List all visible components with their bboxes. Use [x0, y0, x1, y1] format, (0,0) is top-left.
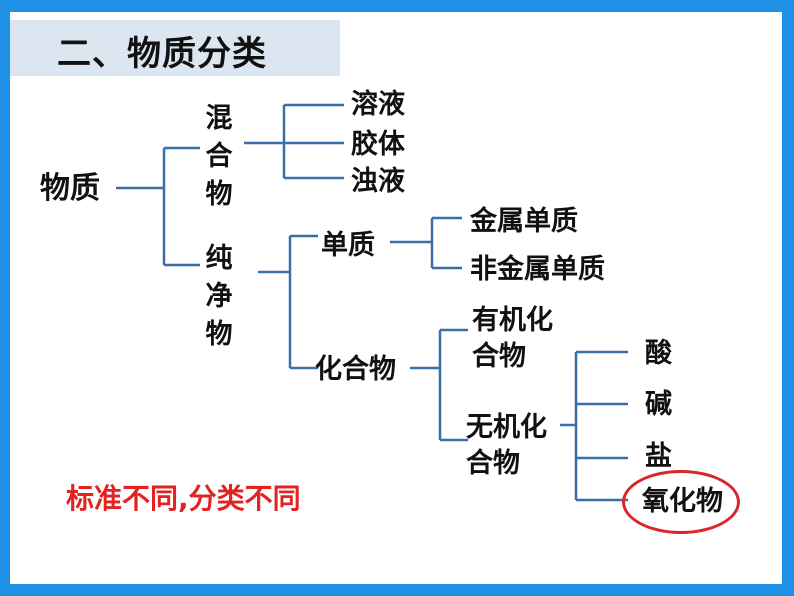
node-base: 碱 [645, 389, 672, 420]
node-pure-substance: 纯净物 [205, 243, 233, 350]
title-bar [10, 20, 340, 76]
page-title: 二、物质分类 [57, 34, 267, 74]
highlight-ring [622, 470, 740, 534]
node-organic-compound: 有机化合物 [472, 305, 553, 372]
node-acid: 酸 [645, 338, 672, 369]
node-mixture: 混合物 [205, 103, 233, 210]
classification-note: 标准不同,分类不同 [66, 482, 301, 515]
node-salt: 盐 [645, 441, 672, 472]
node-suspension: 浊液 [351, 166, 405, 197]
node-inorganic-compound: 无机化合物 [466, 412, 547, 479]
node-metal-element: 金属单质 [470, 206, 578, 237]
node-root: 物质 [40, 171, 100, 206]
node-simple-substance: 单质 [321, 230, 375, 261]
node-colloid: 胶体 [351, 129, 405, 160]
node-nonmetal-element: 非金属单质 [470, 254, 605, 285]
node-compound: 化合物 [315, 354, 396, 385]
node-solution: 溶液 [351, 89, 405, 120]
